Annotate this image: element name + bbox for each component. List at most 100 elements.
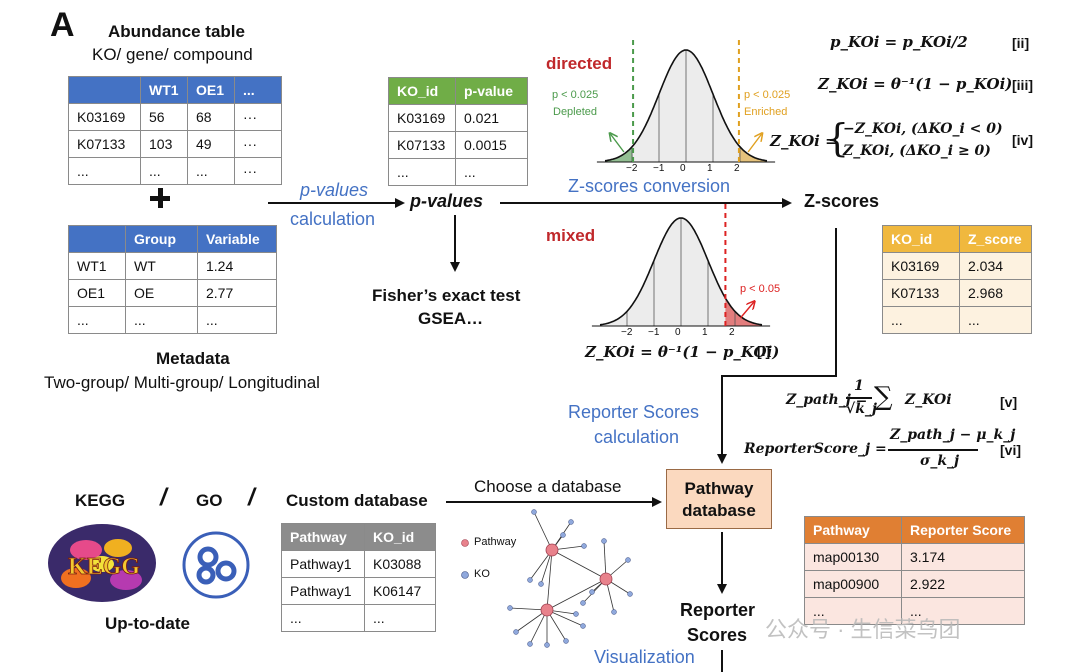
metadata-subtitle: Two-group/ Multi-group/ Longitudinal [44, 373, 320, 392]
pathway-box-line-1: Pathway [684, 479, 754, 498]
legend-pathway-dot [461, 539, 469, 547]
formula-vi-den: σ_k_j [920, 453, 960, 469]
network-edge [551, 549, 607, 580]
ko-node [538, 581, 544, 587]
formula-iv-tag: [iv] [1012, 132, 1033, 148]
watermark: 公众号 · 生信菜鸟团 [765, 617, 961, 642]
custom-db-table: Pathway KO_id Pathway1 K03088 Pathway1 K… [281, 523, 436, 632]
abundance-header-3: ... [234, 76, 282, 104]
tail-region [605, 146, 634, 162]
network-edge [533, 511, 553, 551]
formula-v-num: 1 [854, 378, 864, 394]
arrow-enriched [747, 134, 762, 153]
custom-cell: Pathway1 [281, 577, 365, 605]
formula-i-tag: [i] [757, 343, 771, 359]
ko-node [627, 591, 633, 597]
zscores-conversion-label: Z-scores conversion [568, 176, 731, 196]
pathway-database-box: Pathway database [666, 469, 772, 529]
ko-node [568, 519, 574, 525]
curve-tick-label: −1 [653, 163, 665, 174]
custom-db-label: Custom database [286, 491, 428, 510]
custom-header-0: Pathway [281, 523, 365, 551]
abundance-subtitle: KO/ gene/ compound [92, 45, 253, 64]
zscore-cell: K07133 [882, 279, 960, 307]
pvalue-cell: K03169 [388, 104, 456, 132]
formula-v-lhs: Z_path_j = [786, 392, 868, 408]
reporter-score-table: Pathway Reporter Score map00130 3.174 ma… [804, 516, 1025, 625]
curve-tick-label: −2 [621, 327, 633, 338]
metadata-header-2: Variable [197, 225, 277, 253]
ko-node [589, 589, 595, 595]
custom-cell: K06147 [364, 577, 436, 605]
pathway-node [599, 572, 613, 586]
abundance-table: WT1 OE1 ... K03169 56 68 ··· K07133 103 … [68, 76, 282, 185]
ko-node [601, 538, 607, 544]
arrow-to-pathway [717, 228, 837, 464]
up-to-date-label: Up-to-date [105, 614, 190, 633]
mixed-label: mixed [546, 226, 596, 245]
zscore-cell: 2.968 [959, 279, 1032, 307]
pvalues-calc-label-1: p-values [300, 180, 369, 200]
abundance-cell: ... [187, 157, 235, 185]
pvalue-header-1: p-value [455, 77, 528, 105]
svg-text:KEGG: KEGG [68, 554, 140, 580]
formula-v-den: √k_j [846, 401, 877, 417]
formula-iii: Z_KOi = θ⁻¹(1 − p_KOi) [818, 75, 1013, 93]
tail-region [725, 298, 762, 326]
pvalues-calc-label-2: calculation [290, 209, 376, 229]
custom-header-1: KO_id [364, 523, 436, 551]
metadata-title: Metadata [156, 349, 230, 368]
ko-node [507, 605, 513, 611]
kegg-logo-icon: KEGG [48, 524, 156, 602]
formula-v-rhs: Z_KOi [905, 392, 952, 408]
directed-label: directed [546, 54, 613, 73]
zscore-cell: 2.034 [959, 252, 1032, 280]
custom-cell: K03088 [364, 550, 436, 578]
mixed-normal-curve [591, 204, 771, 327]
enriched-label: Enriched [744, 106, 788, 118]
formula-i: Z_KOi = θ⁻¹(1 − p_KOi) [585, 343, 780, 361]
formula-vi-tag: [vi] [1000, 442, 1021, 458]
abundance-cell: 49 [187, 130, 235, 158]
network-edge [546, 578, 607, 611]
pvalue-header-0: KO_id [388, 77, 456, 105]
custom-cell: ... [281, 604, 365, 632]
zscores-node: Z-scores [804, 191, 880, 211]
panel-label: A [50, 6, 75, 44]
formula-v-fraction-bar [846, 397, 872, 399]
metadata-cell: ... [68, 306, 126, 334]
pathway-box-line-2: database [682, 501, 756, 520]
reporter-calc-label-1: Reporter Scores [568, 402, 700, 422]
depleted-label: Depleted [553, 106, 598, 118]
reporter-cell: map00900 [804, 570, 902, 598]
formula-iv-lhs: Z_KOi = [770, 132, 838, 150]
formula-iv-brace: { [825, 116, 850, 160]
zscore-header-0: KO_id [882, 225, 960, 253]
curve-tick-label: −1 [648, 327, 660, 338]
ko-node [527, 641, 533, 647]
slash-1: / [160, 484, 167, 511]
ko-node [563, 638, 569, 644]
custom-cell: ... [364, 604, 436, 632]
curve-line [604, 49, 768, 162]
enriched-threshold: p < 0.025 [744, 89, 791, 101]
abundance-cell: K03169 [68, 103, 141, 131]
curve-tick-label: 1 [702, 327, 708, 338]
pvalue-cell: K07133 [388, 131, 456, 159]
reporter-cell: 2.922 [901, 570, 1025, 598]
ko-node [527, 577, 533, 583]
formula-v-sum: ∑ [874, 382, 893, 412]
ko-node [580, 623, 586, 629]
abundance-title: Abundance table [108, 22, 245, 41]
ko-node [544, 642, 550, 648]
reporter-calc-label-2: calculation [594, 427, 680, 447]
abundance-header-2: OE1 [187, 76, 235, 104]
metadata-cell: OE1 [68, 279, 126, 307]
curve-tick-label: 1 [707, 163, 713, 174]
pvalue-table: KO_id p-value K03169 0.021 K07133 0.0015… [388, 77, 528, 186]
plus-icon [150, 188, 170, 208]
network-legend-pathway: Pathway [474, 536, 517, 548]
network-edge [546, 549, 553, 611]
formula-vi-lhs: ReporterScore_j = [744, 441, 887, 457]
